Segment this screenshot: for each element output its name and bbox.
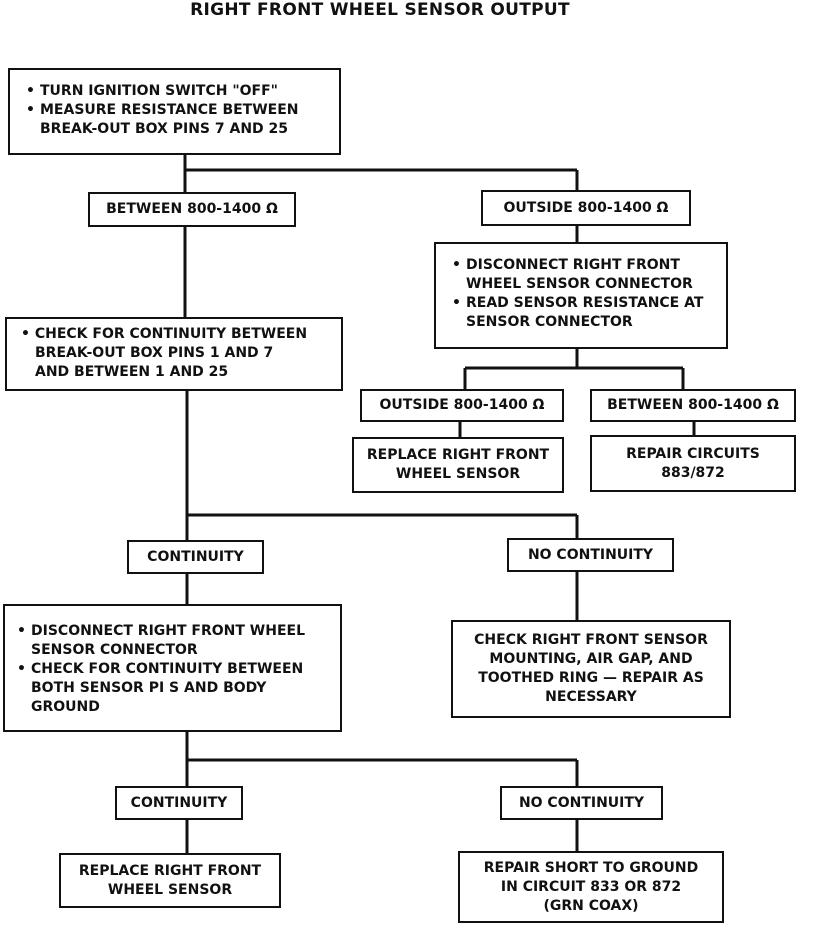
result-check-mounting-box: CHECK RIGHT FRONT SENSOR MOUNTING, AIR G… — [451, 620, 731, 718]
step-measure-item-1: TURN IGNITION SWITCH "OFF" — [22, 82, 329, 101]
diagram-title: RIGHT FRONT WHEEL SENSOR OUTPUT — [190, 0, 570, 20]
continuity-pins-line-1: • CHECK FOR CONTINUITY BETWEEN — [21, 326, 308, 342]
branch1-between-label: BETWEEN 800-1400 Ω — [88, 192, 296, 227]
branch4-no-continuity-label: NO CONTINUITY — [500, 786, 663, 820]
repair-circuits-line-1: REPAIR CIRCUITS — [626, 445, 760, 462]
result-replace-sensor-box-2: REPLACE RIGHT FRONT WHEEL SENSOR — [59, 853, 281, 908]
check-mounting-line-4: NECESSARY — [545, 689, 637, 705]
replace-sensor-1-line-2: WHEEL SENSOR — [395, 466, 521, 482]
continuity-pins-line-2: BREAK-OUT BOX PINS 1 AND 7 — [35, 345, 274, 361]
branch2-outside-label: OUTSIDE 800-1400 Ω — [360, 389, 564, 422]
branch1-outside-label: OUTSIDE 800-1400 Ω — [481, 190, 691, 226]
replace-sensor-1-line-1: REPLACE RIGHT FRONT — [366, 447, 550, 463]
step-check-continuity-pins-box: • CHECK FOR CONTINUITY BETWEEN BREAK-OUT… — [5, 317, 343, 391]
repair-short-line-3: (GRN COAX) — [543, 897, 639, 914]
step-measure-resistance-box: TURN IGNITION SWITCH "OFF" MEASURE RESIS… — [8, 68, 341, 155]
check-mounting-line-3: TOOTHED RING — REPAIR AS — [478, 670, 704, 686]
repair-circuits-line-2: 883/872 — [661, 464, 725, 481]
step-check-continuity-ground-box: DISCONNECT RIGHT FRONT WHEEL SENSOR CONN… — [3, 604, 342, 732]
step-ground-item-1: DISCONNECT RIGHT FRONT WHEEL SENSOR CONN… — [13, 622, 334, 660]
step-read-sensor-item-1: DISCONNECT RIGHT FRONT WHEEL SENSOR CONN… — [448, 256, 718, 294]
step-read-sensor-box: DISCONNECT RIGHT FRONT WHEEL SENSOR CONN… — [434, 242, 728, 349]
branch3-no-continuity-label: NO CONTINUITY — [507, 538, 674, 572]
repair-short-line-2: IN CIRCUIT 833 OR 872 — [500, 878, 682, 895]
result-replace-sensor-box-1: REPLACE RIGHT FRONT WHEEL SENSOR — [352, 437, 564, 493]
branch2-between-label: BETWEEN 800-1400 Ω — [590, 389, 796, 422]
step-ground-item-2: CHECK FOR CONTINUITY BETWEEN BOTH SENSOR… — [13, 660, 334, 717]
branch3-continuity-label: CONTINUITY — [127, 540, 264, 574]
result-repair-circuits-box: REPAIR CIRCUITS 883/872 — [590, 435, 796, 492]
result-repair-short-box: REPAIR SHORT TO GROUND IN CIRCUIT 833 OR… — [458, 851, 724, 923]
continuity-pins-line-3: AND BETWEEN 1 AND 25 — [35, 364, 229, 380]
repair-short-line-1: REPAIR SHORT TO GROUND — [483, 859, 699, 876]
replace-sensor-2-line-2: WHEEL SENSOR — [107, 881, 233, 898]
check-mounting-line-1: CHECK RIGHT FRONT SENSOR — [474, 632, 708, 648]
check-mounting-line-2: MOUNTING, AIR GAP, AND — [489, 651, 693, 667]
replace-sensor-2-line-1: REPLACE RIGHT FRONT — [78, 862, 262, 879]
branch4-continuity-label: CONTINUITY — [115, 786, 243, 820]
step-measure-item-2: MEASURE RESISTANCE BETWEEN BREAK-OUT BOX… — [22, 101, 329, 139]
step-read-sensor-item-2: READ SENSOR RESISTANCE AT SENSOR CONNECT… — [448, 294, 718, 332]
